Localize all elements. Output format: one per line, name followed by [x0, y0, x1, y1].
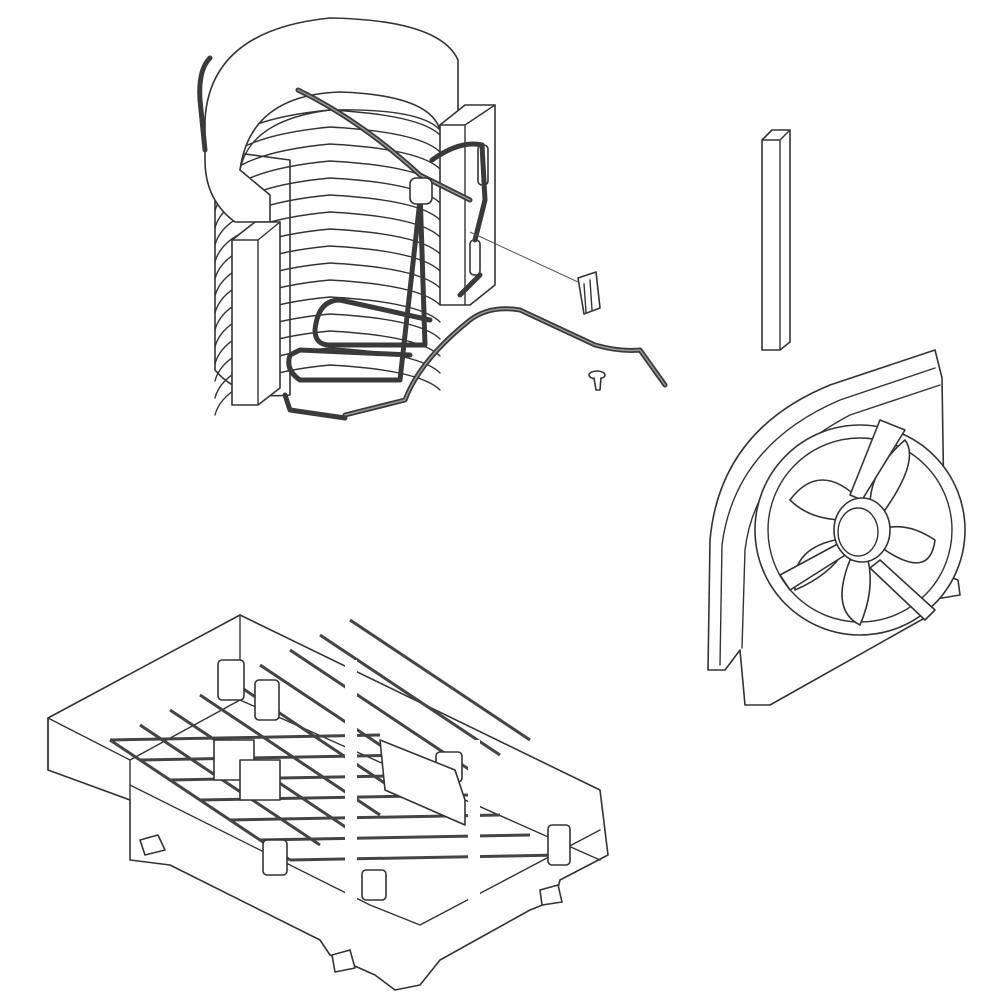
grid-wire	[289, 648, 471, 772]
tube-clip	[577, 271, 601, 315]
grid-wire	[109, 733, 381, 742]
grid-wire	[319, 633, 501, 757]
tray-posts	[213, 659, 571, 901]
evaporator-coil-assembly	[197, 17, 668, 421]
fan-hub	[833, 497, 891, 563]
right-side-plate	[439, 104, 496, 306]
leader-line	[469, 231, 579, 283]
sensor	[409, 177, 433, 205]
coil-ring	[214, 313, 441, 365]
grid-wire	[139, 723, 321, 847]
coil-ring	[214, 279, 441, 331]
grid-wire	[349, 618, 531, 742]
coil-ring	[214, 262, 441, 314]
screw-icon	[588, 370, 606, 391]
grid-wire	[259, 833, 531, 842]
tray-clips	[139, 834, 563, 973]
grid-wire	[289, 853, 561, 862]
left-side-plate	[231, 221, 281, 406]
coil-ring	[214, 296, 441, 348]
drain-tray	[47, 614, 609, 991]
coil-ring	[214, 347, 441, 399]
coil-ring	[214, 364, 441, 416]
vertical-foam-strip	[761, 129, 791, 351]
fan-shroud-assembly	[707, 349, 966, 706]
grid-wire	[139, 753, 411, 762]
